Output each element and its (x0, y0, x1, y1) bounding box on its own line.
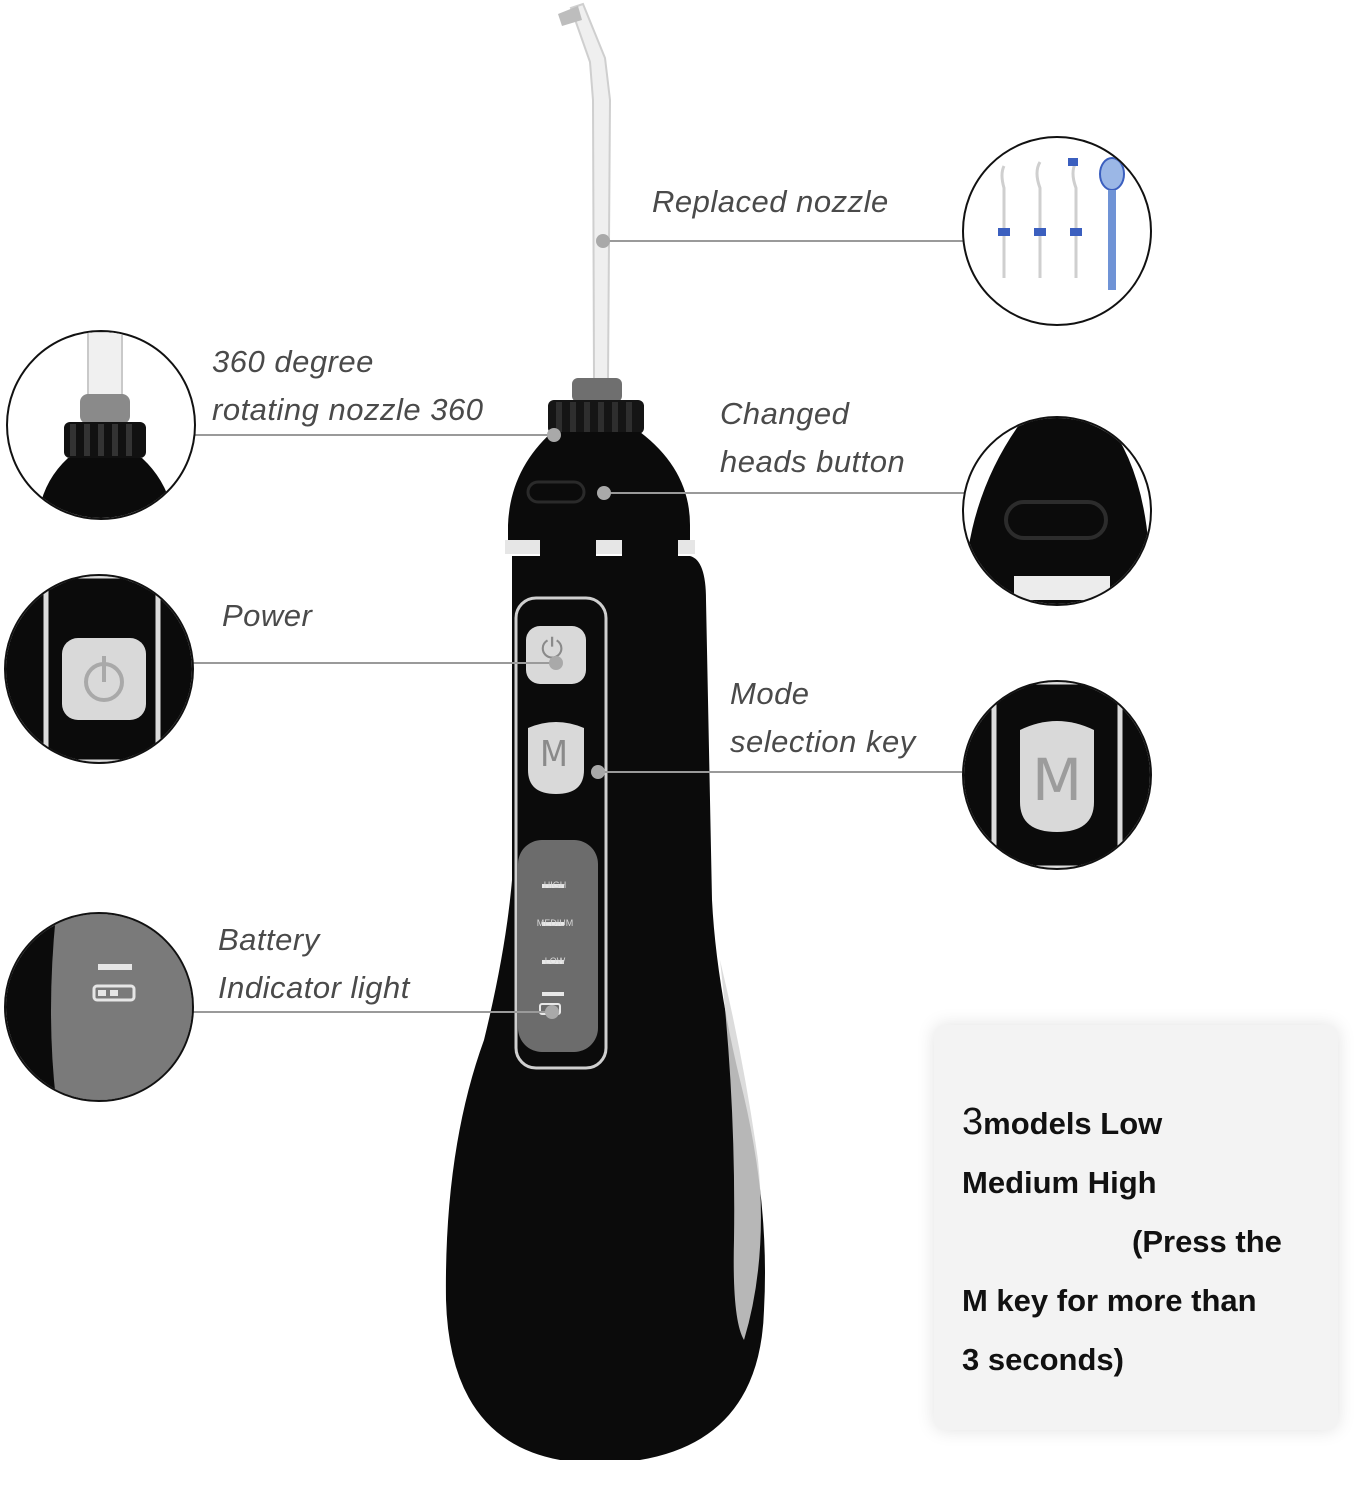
indicator-medium: MEDIUM (536, 918, 574, 928)
svg-text:M: M (1032, 746, 1082, 814)
label-mode: Mode selection key (730, 670, 916, 766)
indicator-labels: HIGH MEDIUM LOW (530, 866, 580, 980)
label-rotating-nozzle: 360 degree rotating nozzle 360 (212, 338, 483, 434)
callout-dot-battery (545, 1005, 559, 1019)
callout-dot-replaced-nozzle (596, 234, 610, 248)
label-replaced-nozzle-text: Replaced nozzle (652, 184, 889, 219)
info-line-2: Medium High (962, 1165, 1157, 1200)
power-button-shape (526, 626, 586, 684)
label-replaced-nozzle: Replaced nozzle (652, 178, 889, 226)
indicator-window (518, 840, 598, 1052)
label-changed-heads: Changed heads button (720, 390, 905, 486)
label-battery-line1: Battery (218, 922, 320, 957)
label-rotating-nozzle-line1: 360 degree (212, 344, 374, 379)
callout-dot-rotating-nozzle (547, 428, 561, 442)
label-changed-heads-line1: Changed (720, 396, 850, 431)
mode-key-letter[interactable]: M (540, 734, 568, 775)
label-rotating-nozzle-line2: rotating nozzle 360 (212, 392, 484, 427)
indicator-low: LOW (544, 956, 566, 966)
changed-heads-button-shape (526, 480, 586, 504)
callout-line-mode (598, 771, 962, 773)
device-head (508, 432, 690, 540)
info-line-3: (Press the (1132, 1224, 1282, 1259)
label-mode-line1: Mode (730, 676, 810, 711)
label-power: Power (222, 592, 312, 640)
callout-line-battery (192, 1011, 552, 1013)
label-battery: Battery Indicator light (218, 916, 410, 1012)
label-changed-heads-line2: heads button (720, 444, 906, 479)
callout-line-rotating-nozzle (192, 434, 554, 436)
info-line-4: M key for more than (962, 1283, 1257, 1318)
callout-dot-changed-heads (597, 486, 611, 500)
zoom-mode-key: M (962, 680, 1152, 870)
callout-dot-mode (591, 765, 605, 779)
zoom-battery-indicator (4, 912, 194, 1102)
info-line-1-rest: models Low (983, 1106, 1163, 1141)
indicator-high: HIGH (543, 880, 567, 890)
zoom-power-button (4, 574, 194, 764)
callout-line-changed-heads (604, 492, 964, 494)
callout-line-replaced-nozzle (603, 240, 963, 242)
callout-dot-power (549, 656, 563, 670)
label-power-text: Power (222, 598, 313, 633)
info-text: 3models Low Medium High (Press the M key… (962, 1093, 1322, 1389)
info-box: 3models Low Medium High (Press the M key… (934, 1025, 1338, 1430)
label-mode-line2: selection key (730, 724, 916, 759)
info-line-5: 3 seconds) (962, 1342, 1124, 1377)
nozzle-tube (569, 2, 612, 381)
info-line-1: 3models Low (962, 1093, 1322, 1153)
label-battery-line2: Indicator light (218, 970, 410, 1005)
mode-button-shape (528, 722, 584, 794)
zoom-rotating-nozzle (6, 330, 196, 520)
info-count: 3 (962, 1101, 984, 1143)
zoom-replacement-nozzles (962, 136, 1152, 326)
callout-line-power (192, 662, 556, 664)
zoom-changed-heads-button (962, 416, 1152, 606)
